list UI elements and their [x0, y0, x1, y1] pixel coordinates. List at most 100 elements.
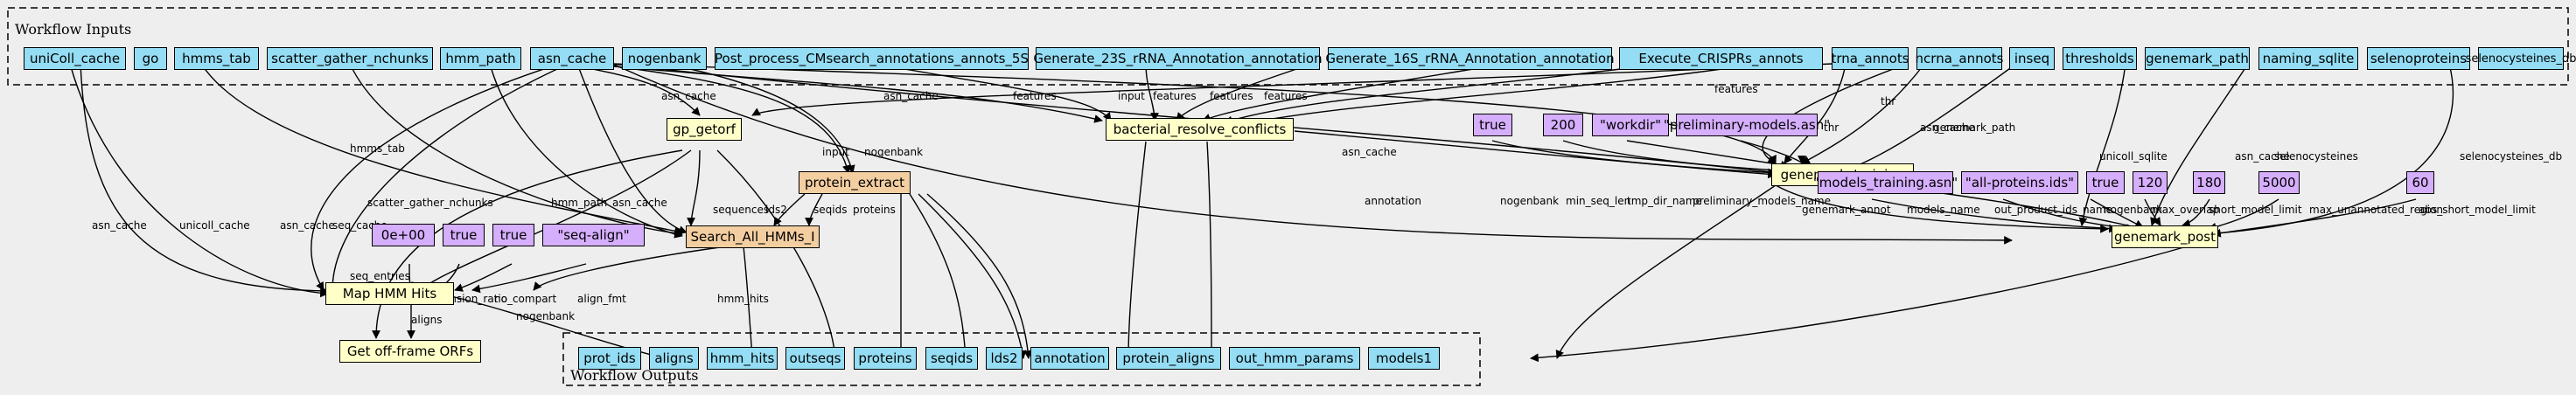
- edge-label: asn_cache: [280, 219, 335, 232]
- param-preliminary-models[interactable]: "preliminary-models.asn": [1664, 114, 1830, 136]
- edge-label: asn_cache: [661, 90, 716, 102]
- edge-label: input: [1118, 90, 1145, 102]
- edge-label: thr: [1824, 121, 1839, 134]
- input-genemark-path[interactable]: genemark_path: [2145, 47, 2250, 70]
- step-gp-getorf[interactable]: gp_getorf: [667, 118, 742, 141]
- output-aligns[interactable]: aligns: [649, 347, 699, 370]
- edge-extract-lds2: [918, 193, 1027, 359]
- edge-param-60: [2212, 198, 2417, 238]
- input-thresholds[interactable]: thresholds: [2063, 47, 2137, 70]
- output-outseqs[interactable]: outseqs: [785, 347, 845, 370]
- input-selenocysteines-db[interactable]: selenocysteines_db: [2466, 47, 2576, 70]
- edge-ncrna-brc: [1241, 63, 1759, 128]
- edge-label: abs_short_model_limit: [2419, 204, 2536, 216]
- param-5000[interactable]: 5000: [2258, 171, 2300, 194]
- edge-param-true-b: [454, 263, 513, 292]
- input-generate-16s[interactable]: Generate_16S_rRNA_Annotation_annotation: [1325, 47, 1615, 70]
- edge-23s-brc: [1145, 63, 1159, 121]
- edge-param-180: [2182, 198, 2210, 228]
- output-seqids[interactable]: seqids: [925, 347, 978, 370]
- param-120[interactable]: 120: [2133, 171, 2168, 194]
- param-seq-align[interactable]: "seq-align": [542, 224, 645, 246]
- edge-brc-protaligns: [1206, 141, 1216, 359]
- input-naming-sqlite[interactable]: naming_sqlite: [2258, 47, 2358, 70]
- edge-genemark-path: [1845, 63, 2017, 172]
- input-hmms-tab[interactable]: hmms_tab: [174, 47, 259, 70]
- output-proteins[interactable]: proteins: [854, 347, 917, 370]
- param-180[interactable]: 180: [2193, 171, 2225, 194]
- edge-label: max_unannotated_region: [2309, 204, 2443, 216]
- param-true-d[interactable]: true: [2086, 171, 2125, 194]
- edge-unicoll-map2: [69, 63, 329, 298]
- input-asn-cache[interactable]: asn_cache: [530, 47, 614, 70]
- output-hmm-hits[interactable]: hmm_hits: [707, 347, 778, 370]
- input-nogenbank[interactable]: nogenbank: [622, 47, 707, 70]
- edge-label: nogenbank: [516, 310, 575, 322]
- step-get-off-frame-orfs[interactable]: Get off-frame ORFs: [339, 340, 481, 363]
- edge-param-120: [2144, 198, 2161, 226]
- edge-label: scatter_gather_nchunks: [367, 197, 493, 209]
- output-prot-ids[interactable]: prot_ids: [578, 347, 641, 370]
- edge-thresholds-gt: [1801, 63, 1925, 164]
- input-hmm-path[interactable]: hmm_path: [440, 47, 521, 70]
- step-protein-extract[interactable]: protein_extract: [799, 171, 911, 194]
- input-unicoll-cache[interactable]: uniColl_cache: [24, 47, 126, 70]
- edge-param-models: [1871, 198, 2118, 233]
- param-true-c[interactable]: true: [1473, 114, 1512, 136]
- input-ncrna-annots[interactable]: ncrna_annots: [1916, 47, 2003, 70]
- edge-label: features: [1714, 83, 1758, 95]
- output-annotation[interactable]: annotation: [1030, 347, 1109, 370]
- edge-extract-lds2b: [926, 193, 1032, 359]
- input-go[interactable]: go: [134, 47, 167, 70]
- workflow-outputs-cluster: [562, 332, 1481, 386]
- edge-label: asn_cache: [883, 90, 939, 102]
- output-lds2[interactable]: lds2: [986, 347, 1023, 370]
- param-true-a[interactable]: true: [443, 224, 485, 246]
- edge-label: tmp_dir_name: [1627, 195, 1702, 207]
- edge-param-seqalign: [471, 263, 587, 294]
- edge-label: features: [1153, 90, 1197, 102]
- param-0e00[interactable]: 0e+00: [372, 224, 435, 246]
- param-workdir[interactable]: "workdir": [1592, 114, 1669, 136]
- edge-param-200: [1562, 140, 1781, 175]
- step-map-hmm-hits[interactable]: Map HMM Hits: [325, 282, 454, 305]
- edge-label: selenocysteines_db: [2460, 150, 2562, 163]
- step-bacterial-resolve-conflicts[interactable]: bacterial_resolve_conflicts: [1106, 118, 1294, 141]
- param-true-b[interactable]: true: [492, 224, 534, 246]
- input-inseq[interactable]: inseq: [2009, 47, 2055, 70]
- step-search-all-hmms[interactable]: Search_All_HMMs_I: [686, 225, 820, 248]
- edge-getorf-outseqs: [716, 149, 840, 359]
- edge-label: seqids: [813, 204, 847, 216]
- output-protein-aligns[interactable]: protein_aligns: [1116, 347, 1221, 370]
- param-all-proteins[interactable]: "all-proteins.ids": [1961, 171, 2078, 194]
- edge-hmms-tab: [200, 63, 683, 236]
- edge-16s-brc: [1176, 63, 1313, 121]
- edge-extract-search2: [805, 193, 823, 226]
- input-execute-crisprs[interactable]: Execute_CRISPRs_annots: [1619, 47, 1823, 70]
- input-scatter-gather-nchunks[interactable]: scatter_gather_nchunks: [267, 47, 433, 70]
- edge-label: hmm_hits: [717, 293, 769, 305]
- edge-seleno-gp: [2150, 63, 2249, 226]
- workflow-outputs-label: Workflow Outputs: [570, 367, 699, 384]
- output-models1[interactable]: models1: [1368, 347, 1440, 370]
- edge-label: asn_cache: [92, 219, 147, 232]
- input-trna-annots[interactable]: trna_annots: [1831, 47, 1909, 70]
- param-60[interactable]: 60: [2406, 171, 2434, 194]
- input-post-process-cmsearch[interactable]: Post_process_CMsearch_annotations_annots…: [715, 47, 1029, 70]
- edge-trna-brc: [1224, 63, 1663, 125]
- input-generate-23s[interactable]: Generate_23S_rRNA_Annotation_annotation: [1033, 47, 1323, 70]
- step-genemark-post[interactable]: genemark_post: [2112, 225, 2218, 248]
- edge-extract-search: [773, 193, 806, 226]
- edge-label: seq_entries: [350, 270, 410, 282]
- edge-extract-seqids: [909, 193, 970, 359]
- edge-label: selenocysteines: [2274, 150, 2358, 163]
- edge-label: nogenbank: [1500, 195, 1559, 207]
- edge-param-true-c: [1491, 140, 1777, 177]
- param-200[interactable]: 200: [1543, 114, 1583, 136]
- edge-label: genemark_annot: [1802, 204, 1891, 216]
- param-models-training[interactable]: "models_training.asn": [1813, 171, 1958, 194]
- edge-label: asn_cache: [1920, 121, 1975, 134]
- output-out-hmm-params[interactable]: out_hmm_params: [1229, 347, 1360, 370]
- edge-label: nogenbank: [864, 146, 923, 158]
- input-selenoproteins[interactable]: selenoproteins: [2367, 47, 2470, 70]
